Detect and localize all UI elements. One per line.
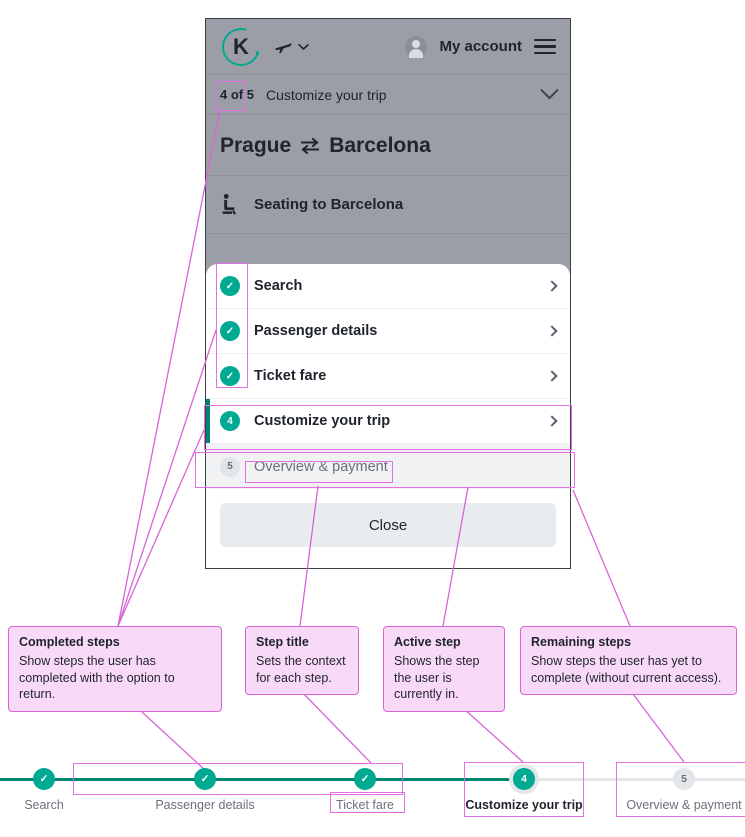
step-label: Customize your trip <box>254 413 391 429</box>
annotation-title: Completed steps <box>19 635 120 649</box>
chevron-right-icon[interactable] <box>546 325 558 337</box>
modal-step-overview-payment: 5 Overview & payment <box>206 444 570 489</box>
flight-type-selector[interactable] <box>274 39 309 55</box>
step-badge-completed: ✓ <box>220 366 240 386</box>
step-counter: 4 of 5 <box>220 87 254 102</box>
hamburger-menu-icon[interactable] <box>534 38 556 55</box>
modal-footer: Close <box>206 489 570 561</box>
stepper-label: Overview & payment <box>626 798 742 812</box>
modal-step-customize-your-trip[interactable]: 4 Customize your trip <box>206 399 570 444</box>
stepper-label: Search <box>24 798 64 812</box>
stepper-dot-completed: ✓ <box>194 768 216 790</box>
stepper-track-completed <box>0 778 524 781</box>
route-title: Prague Barcelona <box>220 134 431 158</box>
phone-mockup: K My account 4 of 5 Cu <box>205 18 571 569</box>
close-button[interactable]: Close <box>220 503 556 547</box>
stepper-label: Customize your trip <box>465 798 583 812</box>
chevron-right-icon[interactable] <box>546 280 558 292</box>
annotation-remaining-steps: Remaining steps Show steps the user has … <box>520 626 737 696</box>
seating-section-header: Seating to Barcelona <box>206 176 570 234</box>
annotation-title: Remaining steps <box>531 635 632 649</box>
logo-dot <box>255 51 259 55</box>
kiwi-logo-icon[interactable]: K <box>215 20 267 73</box>
step-label: Passenger details <box>254 323 378 339</box>
route-origin: Prague <box>220 133 292 157</box>
annotation-body: Show steps the user has completed with t… <box>19 653 175 702</box>
route-header: Prague Barcelona <box>206 116 570 176</box>
step-label: Search <box>254 278 303 294</box>
step-summary-bar[interactable]: 4 of 5 Customize your trip <box>206 75 570 115</box>
app-header: K My account <box>206 19 570 75</box>
avatar-icon[interactable] <box>405 35 428 58</box>
step-badge-completed: ✓ <box>220 276 240 296</box>
annotation-body: Shows the step the user is currently in. <box>394 653 480 702</box>
stepper-track-remaining <box>524 778 745 781</box>
step-bar-title: Customize your trip <box>265 86 387 103</box>
step-badge-completed: ✓ <box>220 321 240 341</box>
step-badge-active: 4 <box>220 411 240 431</box>
annotation-body: Sets the context for each step. <box>256 653 346 685</box>
stepper-dot-completed: ✓ <box>33 768 55 790</box>
header-right-group: My account <box>405 35 556 58</box>
stepper-dot-active: 4 <box>513 768 535 790</box>
progress-stepper: ✓ Search ✓ Passenger details ✓ Ticket fa… <box>0 760 745 837</box>
annotation-title: Active step <box>394 635 461 649</box>
annotation-step-title: Step title Sets the context for each ste… <box>245 626 359 696</box>
annotation-title: Step title <box>256 635 309 649</box>
route-destination: Barcelona <box>329 133 431 157</box>
steps-modal-sheet: ✓ Search ✓ Passenger details ✓ Ticket fa… <box>206 264 570 568</box>
step-badge-remaining: 5 <box>220 456 240 477</box>
stepper-dot-completed: ✓ <box>354 768 376 790</box>
stepper-dot-remaining: 5 <box>673 768 695 790</box>
logo-letter: K <box>233 33 249 59</box>
stepper-label: Passenger details <box>155 798 255 812</box>
seating-label: Seating to Barcelona <box>254 196 404 213</box>
annotation-body: Show steps the user has yet to complete … <box>531 653 722 685</box>
step-label: Overview & payment <box>254 458 388 475</box>
chevron-right-icon[interactable] <box>546 370 558 382</box>
stepper-label: Ticket fare <box>336 798 394 812</box>
my-account-link[interactable]: My account <box>439 38 522 55</box>
swap-arrows-icon <box>301 137 320 154</box>
annotation-completed-steps: Completed steps Show steps the user has … <box>8 626 222 713</box>
expand-chevron-down-icon[interactable] <box>540 81 559 100</box>
chevron-down-icon <box>298 43 309 50</box>
chevron-right-icon[interactable] <box>546 415 558 427</box>
seat-icon <box>222 193 236 214</box>
modal-step-search[interactable]: ✓ Search <box>206 264 570 309</box>
modal-step-passenger-details[interactable]: ✓ Passenger details <box>206 309 570 354</box>
modal-step-ticket-fare[interactable]: ✓ Ticket fare <box>206 354 570 399</box>
step-label: Ticket fare <box>254 368 327 384</box>
plane-icon <box>275 42 292 53</box>
annotation-active-step: Active step Shows the step the user is c… <box>383 626 505 713</box>
